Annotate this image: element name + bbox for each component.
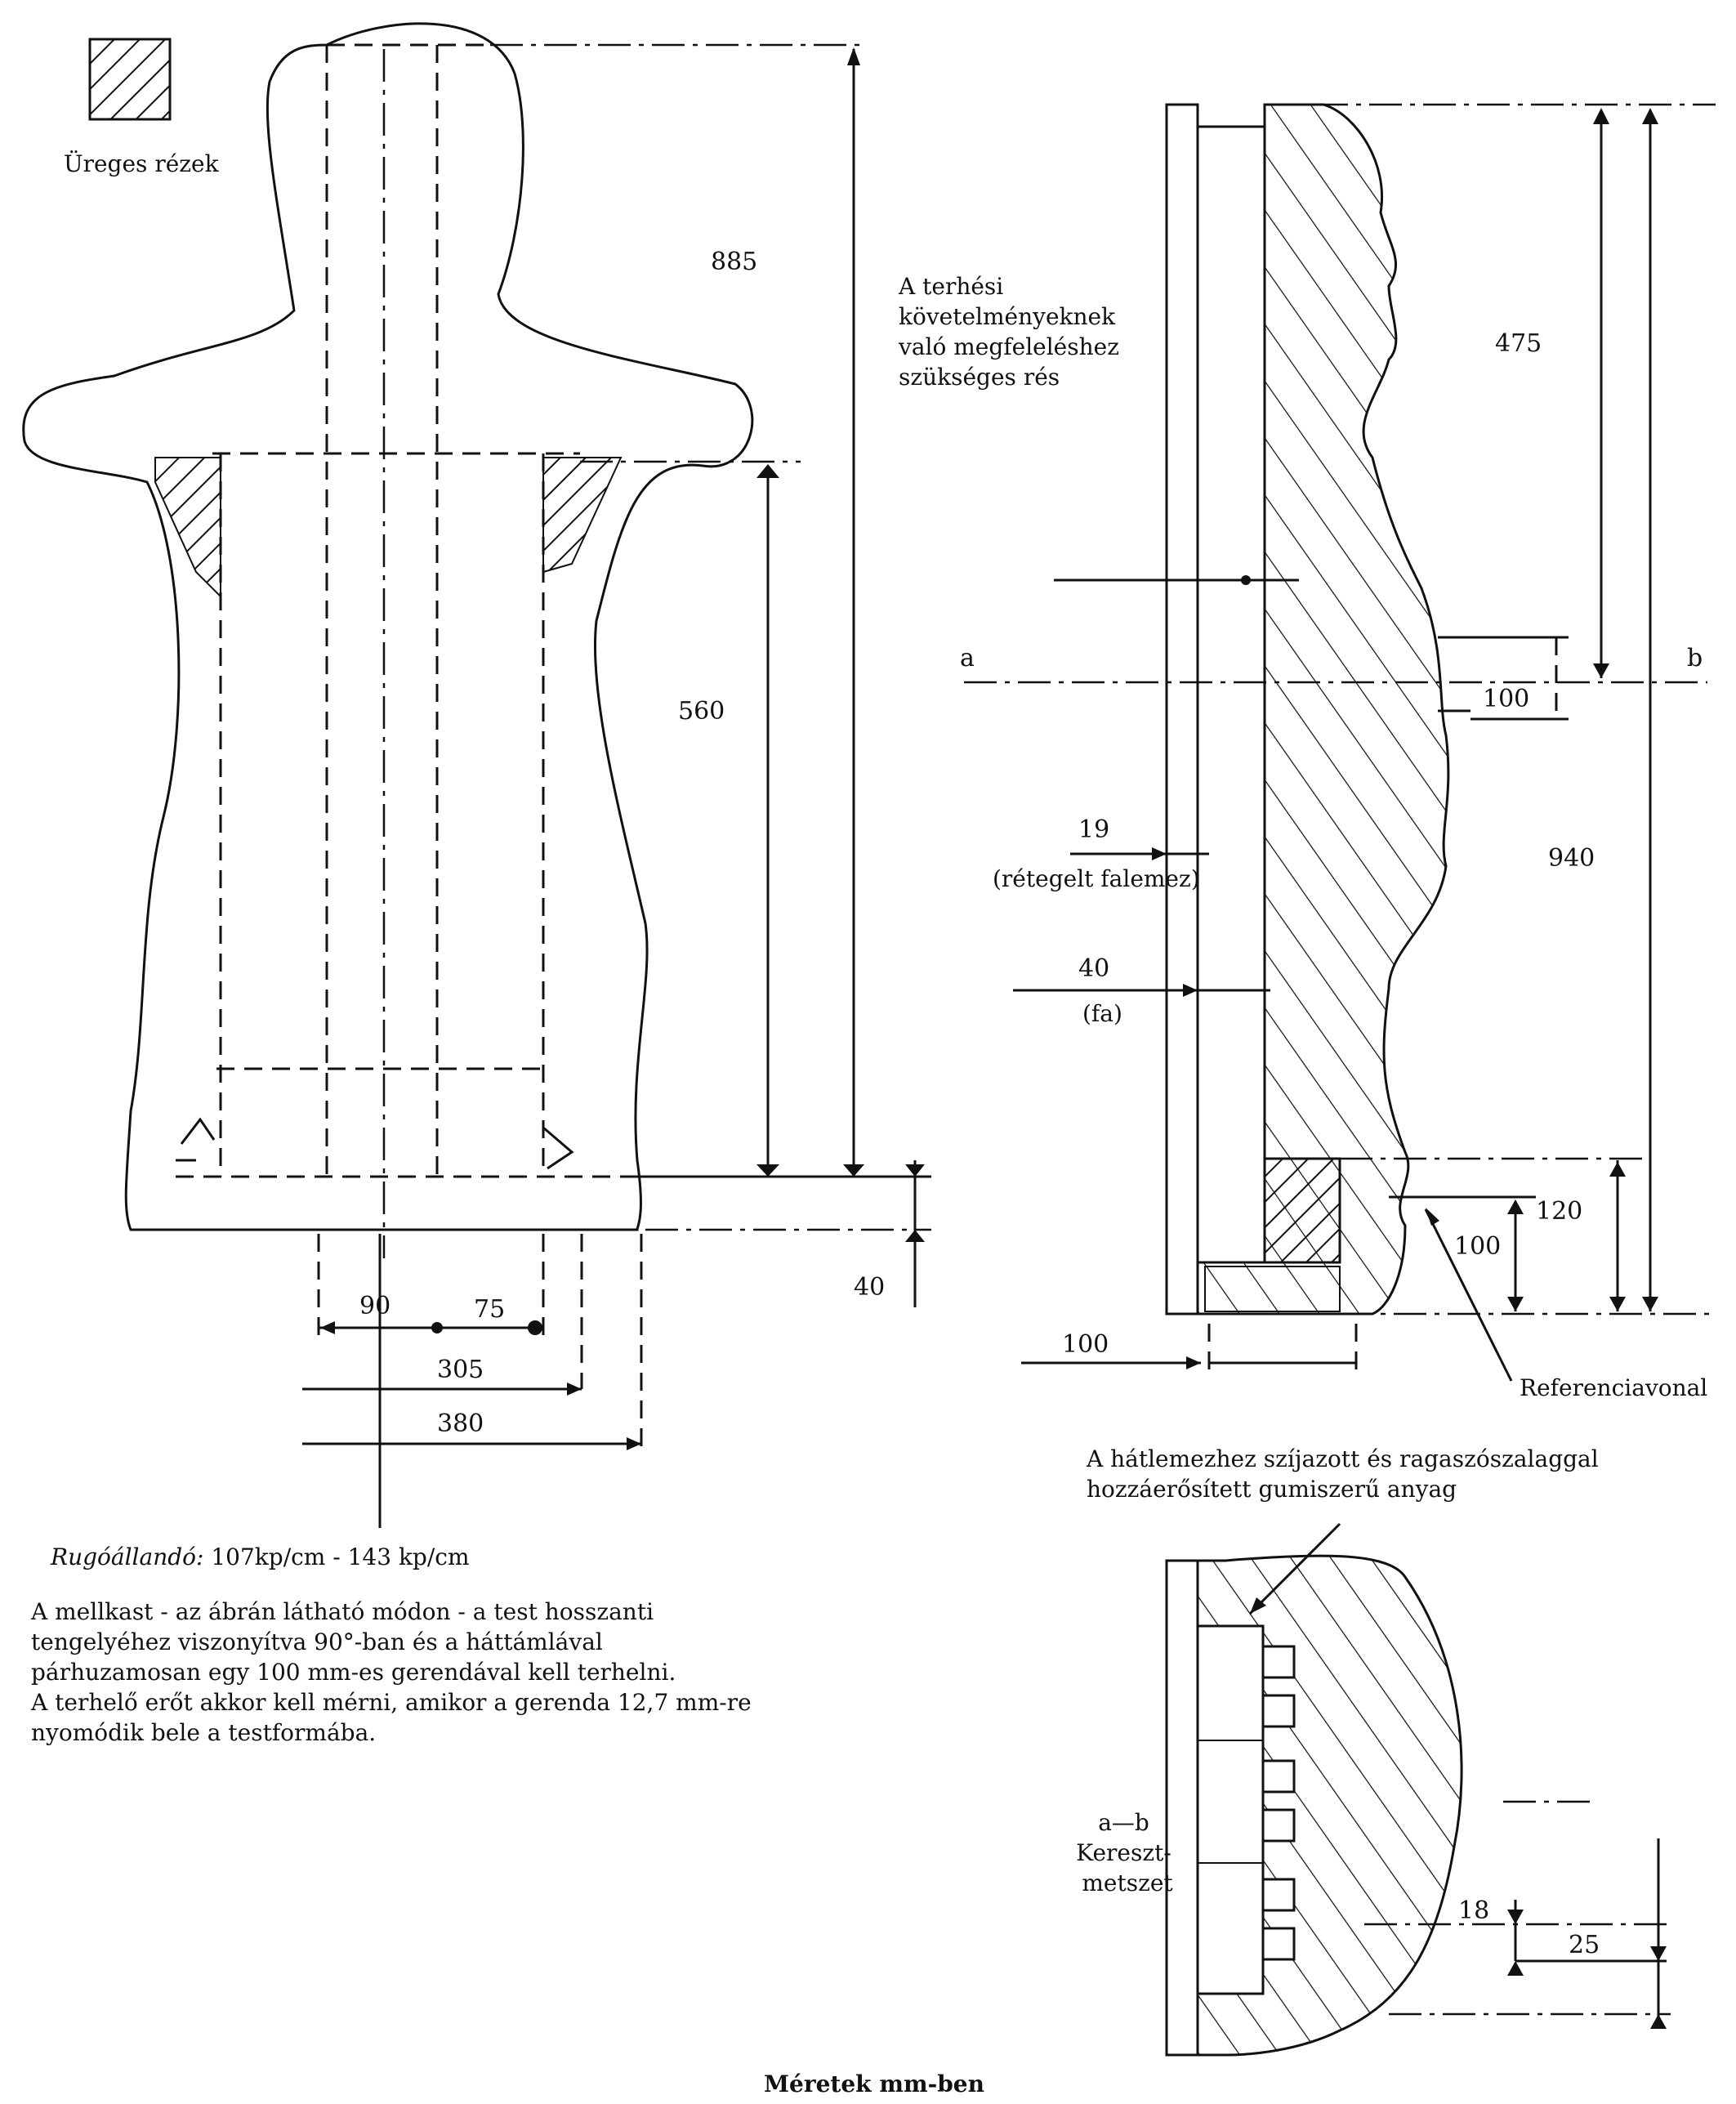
wood-note: (fa) — [1082, 1000, 1122, 1027]
dim-18: 18 — [1458, 1896, 1489, 1925]
hollow-legend-label: Üreges rézek — [64, 150, 220, 177]
marker-a: a — [960, 644, 975, 672]
right-shoulder-hollow — [542, 457, 623, 574]
units-footer: Méretek mm-ben — [764, 2070, 984, 2097]
section-label: a—b Kereszt- metszet — [1076, 1809, 1178, 1896]
left-shoulder-hollow — [154, 457, 221, 599]
dim-40-front: 40 — [854, 1273, 885, 1302]
dim-100-base: 100 — [1454, 1232, 1501, 1261]
load-instructions: A mellkast - az ábrán látható módon - a … — [30, 1598, 759, 1746]
dim-90: 90 — [359, 1292, 390, 1320]
reference-line-label: Referenciavonal — [1520, 1374, 1707, 1401]
dim-19: 19 — [1078, 815, 1109, 844]
dim-380: 380 — [437, 1409, 484, 1438]
hollow-legend-swatch — [88, 38, 172, 121]
legend: Üreges rézek — [64, 38, 220, 177]
notes: Rugóállandó: 107kp/cm - 143 kp/cm A mell… — [30, 1543, 759, 1746]
spring-constant: Rugóállandó: 107kp/cm - 143 kp/cm — [50, 1543, 470, 1570]
dim-940: 940 — [1548, 844, 1595, 873]
gap-note: A terhési követelményeknek való megfelel… — [898, 273, 1127, 391]
dim-120: 120 — [1536, 1197, 1582, 1226]
plywood-note: (rétegelt falemez) — [993, 865, 1200, 892]
dim-560: 560 — [678, 697, 725, 726]
front-body-outline — [22, 22, 754, 1231]
plywood-backplate — [1165, 103, 1199, 1316]
dim-100-chest: 100 — [1483, 685, 1529, 713]
marker-b: b — [1687, 644, 1703, 672]
wood-layer — [1196, 125, 1266, 1264]
cross-section: A hátlemezhez szíjazott és ragaszószalag… — [1076, 1445, 1671, 2057]
dim-475: 475 — [1495, 329, 1542, 358]
dim-305: 305 — [437, 1356, 484, 1384]
dim-40-side: 40 — [1078, 954, 1109, 983]
dim-75: 75 — [474, 1295, 505, 1324]
dim-25: 25 — [1569, 1931, 1600, 1959]
side-view: a b 475 940 100 120 100 10 — [960, 103, 1716, 1401]
front-view: 885 560 40 A terhési követelményeknek va… — [22, 22, 1127, 1528]
dim-100-bottom: 100 — [1062, 1330, 1109, 1359]
rubber-note: A hátlemezhez szíjazott és ragaszószalag… — [1086, 1445, 1606, 1503]
side-foam-profile — [1196, 103, 1450, 1316]
dim-885: 885 — [711, 248, 757, 276]
